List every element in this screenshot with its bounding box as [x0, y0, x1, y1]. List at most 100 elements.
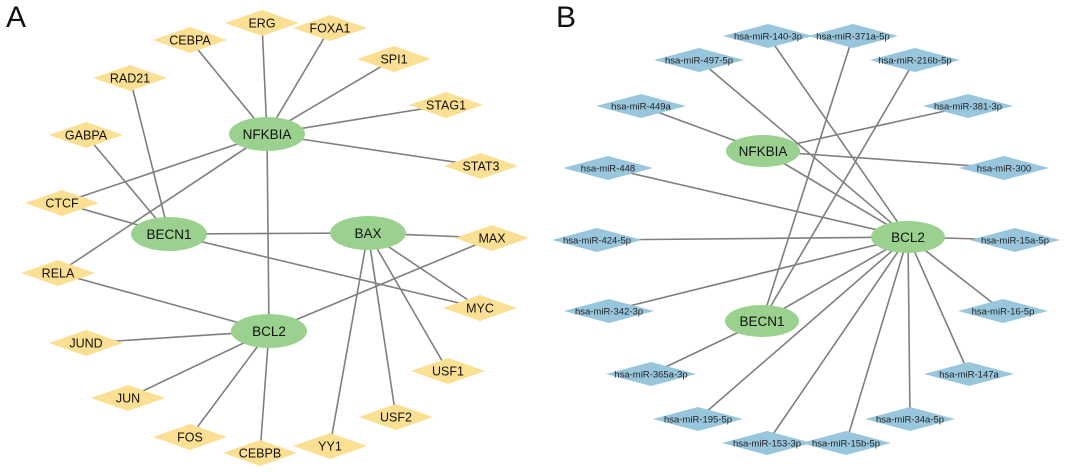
panel-a-node-shape	[443, 295, 517, 321]
panel-a-node-usf1: USF1	[411, 358, 485, 384]
panel-a-node-cebpb: CEBPB	[223, 440, 297, 466]
panel-b-node-label: hsa-miR-34a-5p	[876, 415, 944, 426]
panel-b-node-label: hsa-miR-365a-3p	[614, 370, 687, 381]
panel-b-edge-becn1-hsa-mir-371a-5p	[761, 35, 854, 322]
panel-b-node-label: hsa-miR-371a-5p	[816, 32, 889, 43]
panel-b-hub-shape	[726, 135, 800, 167]
panel-b-node-hsa-mir-15b-5p: hsa-miR-15b-5p	[801, 431, 891, 455]
panel-b-node-label: hsa-miR-424-5p	[563, 236, 631, 247]
panel-b-edge-bcl2-hsa-mir-424-5p	[596, 236, 909, 241]
panel-a-node-label: STAT3	[462, 160, 499, 174]
panel-a-node-spi1: SPI1	[357, 46, 431, 72]
panel-a-edge-nfkbia-erg	[261, 22, 268, 135]
panel-b-node-label: hsa-miR-195-5p	[664, 415, 732, 426]
panel-a-hub-shape	[330, 216, 406, 250]
panel-b-edge-bcl2-hsa-mir-342-3p	[608, 236, 909, 312]
panel-a-node-shape	[153, 27, 227, 53]
panel-a-node-label: MAX	[478, 232, 506, 246]
panel-a-edge-bcl2-fos	[189, 330, 270, 438]
panel-b-edge-bcl2-hsa-mir-15b-5p	[845, 236, 909, 444]
panel-b-node-shape	[564, 299, 654, 323]
panel-b-hub-nfkbia: NFKBIA	[726, 135, 800, 167]
panel-b-node-hsa-mir-147a: hsa-miR-147a	[924, 362, 1014, 386]
panel-a-node-shape	[153, 424, 227, 450]
panel-a-edge-becn1-gabpa	[85, 134, 170, 235]
panel-a-node-shape	[49, 122, 123, 148]
panel-b-node-hsa-mir-448: hsa-miR-448	[563, 156, 653, 180]
panel-b-edge-bcl2-hsa-mir-153-3p	[766, 236, 909, 444]
panel-a-node-shape	[357, 46, 431, 72]
panel-a-node-myc: MYC	[443, 295, 517, 321]
panel-b-node-shape	[958, 299, 1048, 323]
panel-b-node-shape	[596, 94, 686, 118]
panel-a-node-label: JUN	[116, 392, 140, 406]
panel-a-hub-nfkbia: NFKBIA	[229, 117, 305, 151]
panel-b-hub-label: BECN1	[739, 314, 784, 329]
panel-b-node-shape	[865, 407, 955, 431]
panel-a-node-shape	[455, 225, 529, 251]
panel-a-hub-bax: BAX	[330, 216, 406, 250]
panel-a-edge-bcl2-cebpb	[259, 330, 270, 454]
panel-b-label: B	[556, 1, 576, 34]
panel-a-node-label: MYC	[466, 302, 494, 316]
panel-b-edge-bcl2-hsa-mir-448	[607, 167, 909, 238]
panel-a-node-label: CEBPB	[239, 447, 281, 461]
panel-b-node-label: hsa-miR-15a-5p	[981, 236, 1049, 247]
panel-a-node-stat3: STAT3	[444, 153, 518, 179]
panel-a-hub-label: BCL2	[252, 324, 286, 339]
panel-a-edge-nfkbia-rela	[57, 133, 268, 274]
panel-a-node-jun: JUN	[91, 385, 165, 411]
panel-a-node-label: YY1	[318, 440, 342, 454]
panel-a-node-label: RELA	[42, 267, 75, 281]
panel-a-edge-becn1-myc	[168, 233, 481, 309]
panel-b-hub-becn1: BECN1	[725, 305, 799, 337]
panel-b-edge-bcl2-becn1	[761, 236, 909, 322]
panel-a-node-jund: JUND	[49, 330, 123, 356]
panel-b-node-hsa-mir-15a-5p: hsa-miR-15a-5p	[970, 228, 1060, 252]
panel-a-hub-bcl2: BCL2	[231, 314, 307, 348]
panel-b-edge-bcl2-hsa-mir-140-3p	[767, 35, 909, 238]
panel-b-edge-nfkbia-hsa-mir-300	[762, 150, 1005, 169]
panel-a-edge-bax-usf1	[367, 232, 449, 372]
panel-b-node-hsa-mir-34a-5p: hsa-miR-34a-5p	[865, 407, 955, 431]
panel-a-edge-bax-yy1	[329, 232, 369, 447]
panel-a-node-shape	[409, 92, 483, 118]
panel-b-node-shape	[653, 407, 743, 431]
panel-b-node-label: hsa-miR-147a	[939, 370, 999, 381]
panel-a-node-shape	[49, 330, 123, 356]
panel-b-node-shape	[563, 156, 653, 180]
panel-b-node-hsa-mir-365a-3p: hsa-miR-365a-3p	[606, 362, 696, 386]
panel-a-node-shape	[359, 404, 433, 430]
panel-a-node-ctcf: CTCF	[25, 190, 99, 216]
panel-b-node-label: hsa-miR-216b-5p	[878, 56, 951, 67]
panel-b-node-label: hsa-miR-448	[581, 164, 635, 175]
panel-a-node-shape	[225, 10, 299, 36]
panel-b-node-label: hsa-miR-381-3p	[934, 102, 1002, 113]
panel-b-node-label: hsa-miR-300	[977, 164, 1031, 175]
panel-a-node-label: USF1	[432, 365, 464, 379]
panel-a-node-erg: ERG	[225, 10, 299, 36]
panel-b-node-shape	[722, 431, 812, 455]
panel-a-node-shape	[91, 385, 165, 411]
panel-a-edge-nfkbia-ctcf	[61, 133, 268, 204]
panel-a-edge-bax-usf2	[367, 232, 397, 418]
panel-a-hub-becn1: BECN1	[131, 217, 207, 251]
panel-a-node-foxa1: FOXA1	[293, 15, 367, 41]
panel-b-node-hsa-mir-153-3p: hsa-miR-153-3p	[722, 431, 812, 455]
panel-a-node-label: CTCF	[45, 197, 79, 211]
panel-b-node-shape	[654, 48, 744, 72]
panel-a-hub-shape	[131, 217, 207, 251]
panel-b-node-label: hsa-miR-16-5p	[972, 307, 1035, 318]
panel-a-node-shape	[21, 260, 95, 286]
panel-a-node-label: STAG1	[426, 99, 466, 113]
panel-a-node-label: GABPA	[65, 129, 108, 143]
panel-a-node-cebpa: CEBPA	[153, 27, 227, 53]
panel-a-node-shape	[293, 433, 367, 459]
panel-b-node-label: hsa-miR-140-3p	[734, 32, 802, 43]
panel-a-node-stag1: STAG1	[409, 92, 483, 118]
panel-b-node-label: hsa-miR-153-3p	[733, 439, 801, 450]
panel-a-edge-nfkbia-bcl2	[266, 133, 270, 332]
panel-b-node-label: hsa-miR-449a	[611, 102, 671, 113]
panel-a-node-rad21: RAD21	[93, 65, 167, 91]
panel-a-hub-shape	[229, 117, 305, 151]
